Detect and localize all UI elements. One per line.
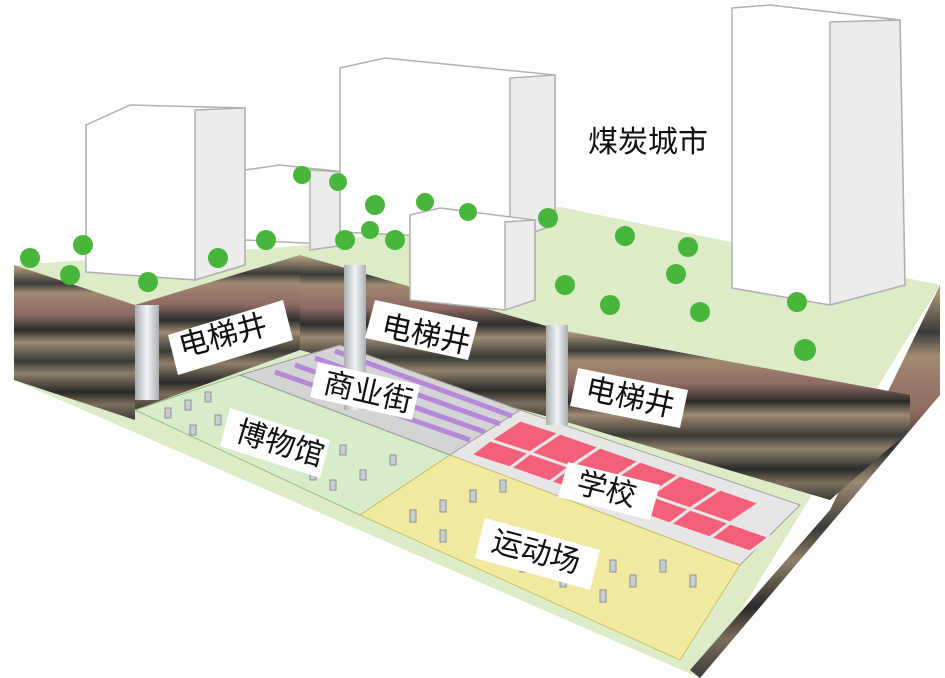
- trees: [20, 166, 816, 361]
- buildings: [85, 4, 906, 312]
- elevator-shaft-right: [546, 325, 568, 425]
- pit-back-wall-right: [560, 330, 910, 500]
- diagram-title: 煤炭城市: [588, 125, 708, 160]
- elevator-shaft-left: [135, 305, 159, 400]
- soil-front-left: [14, 265, 135, 420]
